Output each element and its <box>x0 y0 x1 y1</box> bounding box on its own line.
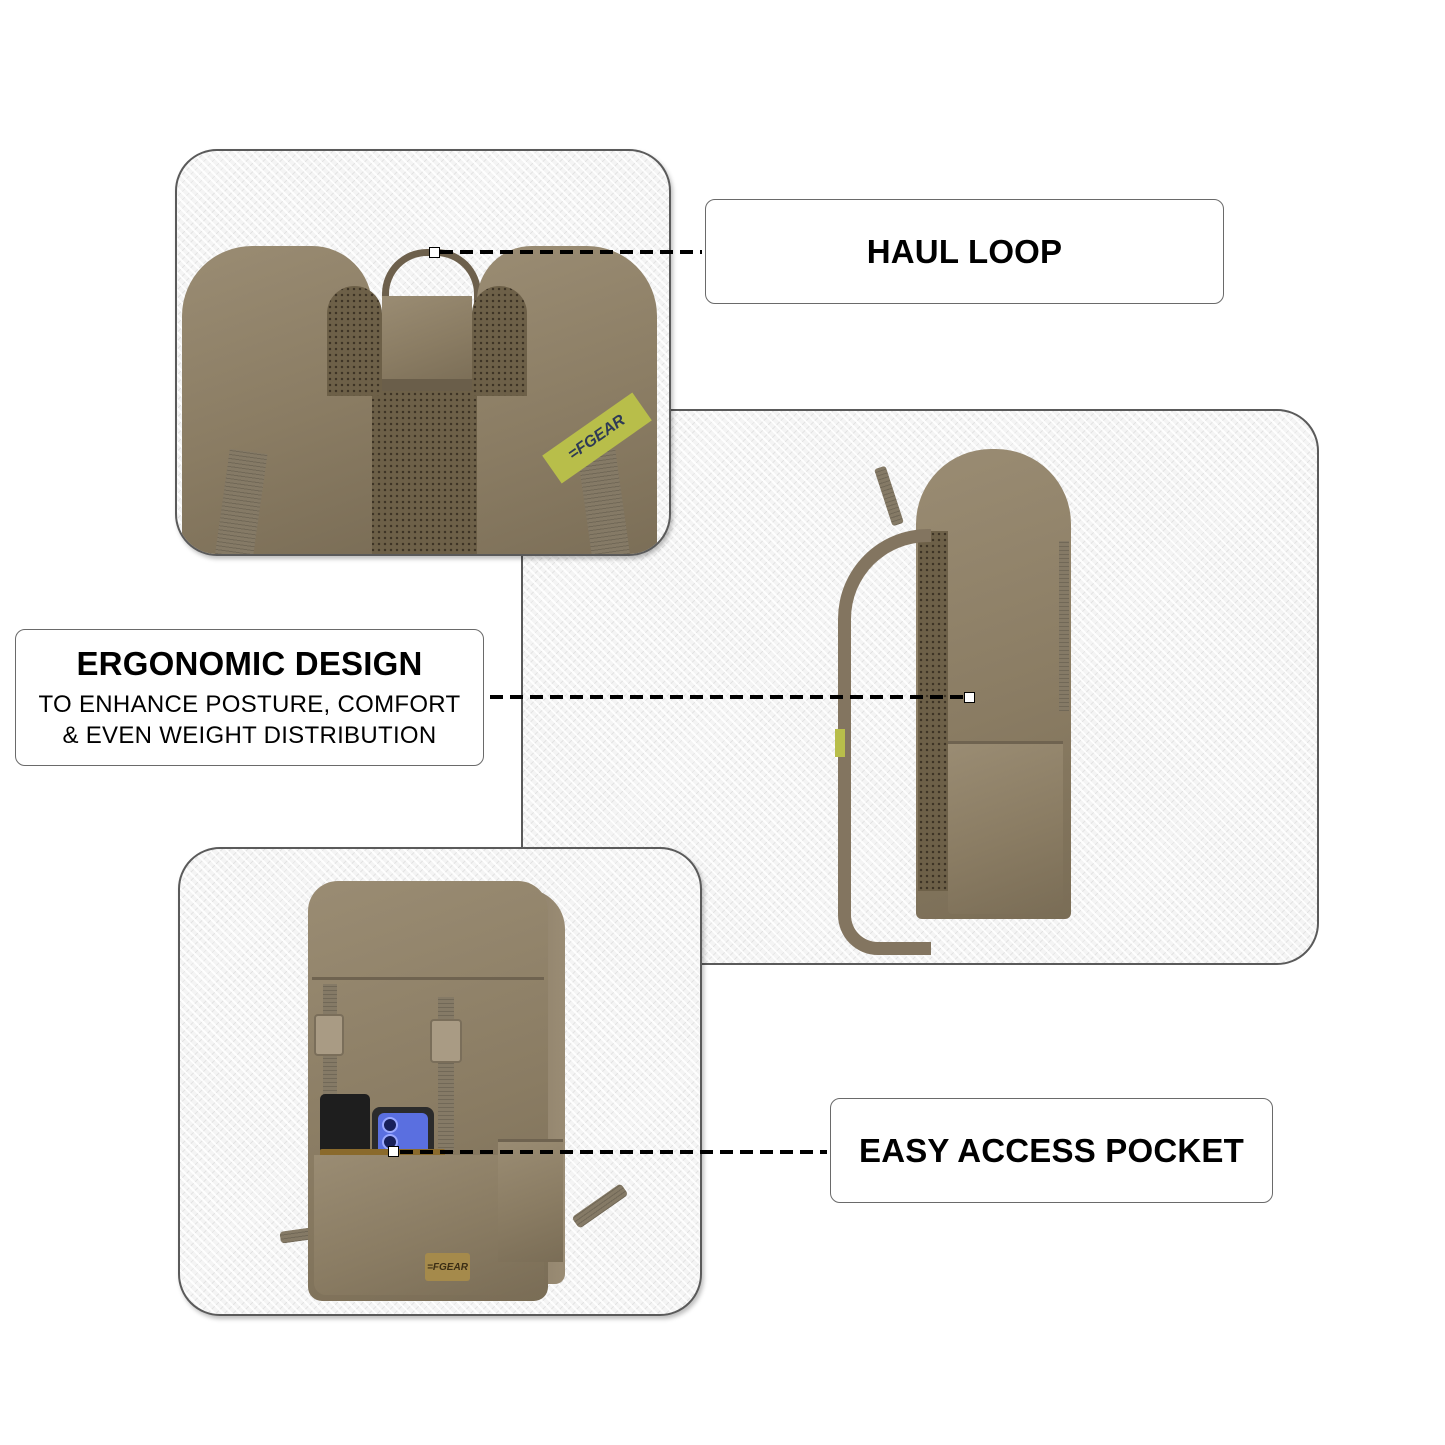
side-bottle-pocket <box>498 1139 563 1262</box>
ergonomic-description: TO ENHANCE POSTURE, COMFORT & EVEN WEIGH… <box>39 689 461 751</box>
right-side-strap <box>571 1183 629 1229</box>
ergonomic-marker <box>964 692 975 703</box>
power-bank <box>320 1094 370 1154</box>
haul-loop-marker <box>429 247 440 258</box>
haul-loop-title: HAUL LOOP <box>866 232 1063 270</box>
pocket-callout: EASY ACCESS POCKET <box>830 1098 1273 1203</box>
ergonomic-line-2: & EVEN WEIGHT DISTRIBUTION <box>62 721 437 749</box>
left-buckle-icon <box>314 1014 344 1056</box>
lid-seam <box>312 977 544 980</box>
pocket-title: EASY ACCESS POCKET <box>858 1131 1245 1169</box>
haul-loop-callout: HAUL LOOP <box>705 199 1224 304</box>
fgear-logo: =FGEAR <box>427 1261 468 1273</box>
fgear-logo-patch: =FGEAR <box>425 1253 470 1281</box>
back-view-panel: =FGEAR <box>175 149 671 556</box>
ergonomic-title: ERGONOMIC DESIGN <box>76 644 423 682</box>
backpack-top-fabric <box>382 296 472 386</box>
pocket-marker <box>388 1146 399 1157</box>
left-strap-mesh <box>327 286 382 396</box>
side-bottle-pocket <box>948 741 1063 914</box>
top-strap <box>874 465 904 527</box>
camera-icon <box>382 1117 398 1133</box>
pocket-connector <box>400 1150 827 1154</box>
front-view-panel: =FGEAR <box>178 847 702 1316</box>
side-buckle-strap <box>1059 541 1069 711</box>
ergonomic-callout: ERGONOMIC DESIGN TO ENHANCE POSTURE, COM… <box>15 629 484 766</box>
shoulder-strap <box>838 529 931 955</box>
ergonomic-line-1: TO ENHANCE POSTURE, COMFORT <box>38 690 461 718</box>
strap-tag <box>835 729 845 757</box>
haul-loop-connector <box>440 250 702 254</box>
ergonomic-connector <box>490 695 965 699</box>
right-buckle-icon <box>430 1019 462 1063</box>
right-strap-mesh <box>472 286 527 396</box>
pocket-lining <box>320 1149 445 1159</box>
